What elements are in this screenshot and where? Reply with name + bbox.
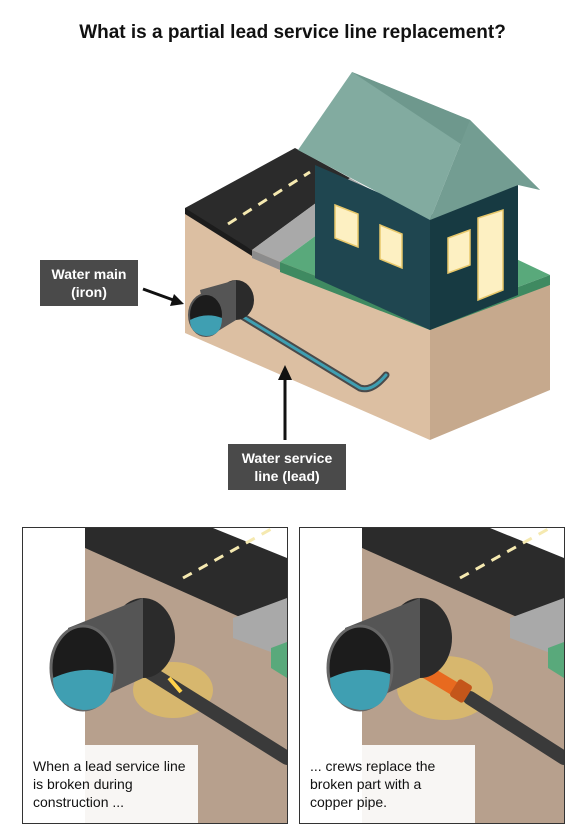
road-center-line — [227, 170, 311, 226]
road-edge — [185, 208, 252, 256]
service-line-label: Water service line (lead) — [228, 444, 346, 490]
panel-copper-repair: ... crews replace the broken part with a… — [299, 527, 565, 824]
panel-2-grass — [548, 642, 564, 678]
panel-1-road — [85, 528, 287, 638]
panel-2-pipe — [463, 691, 564, 765]
panel-1-break — [167, 676, 183, 694]
panel-2-water — [330, 669, 390, 710]
panel-1-water — [53, 669, 113, 710]
house-front — [315, 165, 430, 330]
service-line-pipe-inner — [230, 308, 388, 391]
panel-1-pipe — [136, 661, 287, 765]
arrow-service-line-head — [278, 365, 292, 380]
arrow-water-main-head — [170, 294, 184, 306]
water-main-label: Water main (iron) — [40, 260, 138, 306]
panel-2-sidewalk — [510, 598, 564, 658]
window-3 — [447, 228, 471, 275]
door — [477, 208, 504, 302]
window-2 — [379, 223, 403, 270]
soil-right-face — [430, 285, 550, 440]
sidewalk-edge — [252, 250, 280, 270]
soil-left-face — [185, 213, 430, 440]
panel-2-road — [362, 528, 564, 638]
panel-2-caption: ... crews replace the broken part with a… — [300, 745, 475, 823]
main-diagram — [142, 72, 550, 440]
panel-1-grass — [271, 642, 287, 678]
page-title: What is a partial lead service line repl… — [79, 22, 506, 43]
panel-2-coupling — [450, 679, 472, 703]
panel-1-caption: When a lead service line is broken durin… — [23, 745, 198, 823]
roof-side-b — [430, 120, 540, 220]
window-1 — [334, 203, 359, 249]
water-main-water — [190, 315, 222, 336]
panel-1-sidewalk — [233, 598, 287, 658]
panel-broken-line: When a lead service line is broken durin… — [22, 527, 288, 824]
arrow-water-main — [142, 287, 177, 303]
